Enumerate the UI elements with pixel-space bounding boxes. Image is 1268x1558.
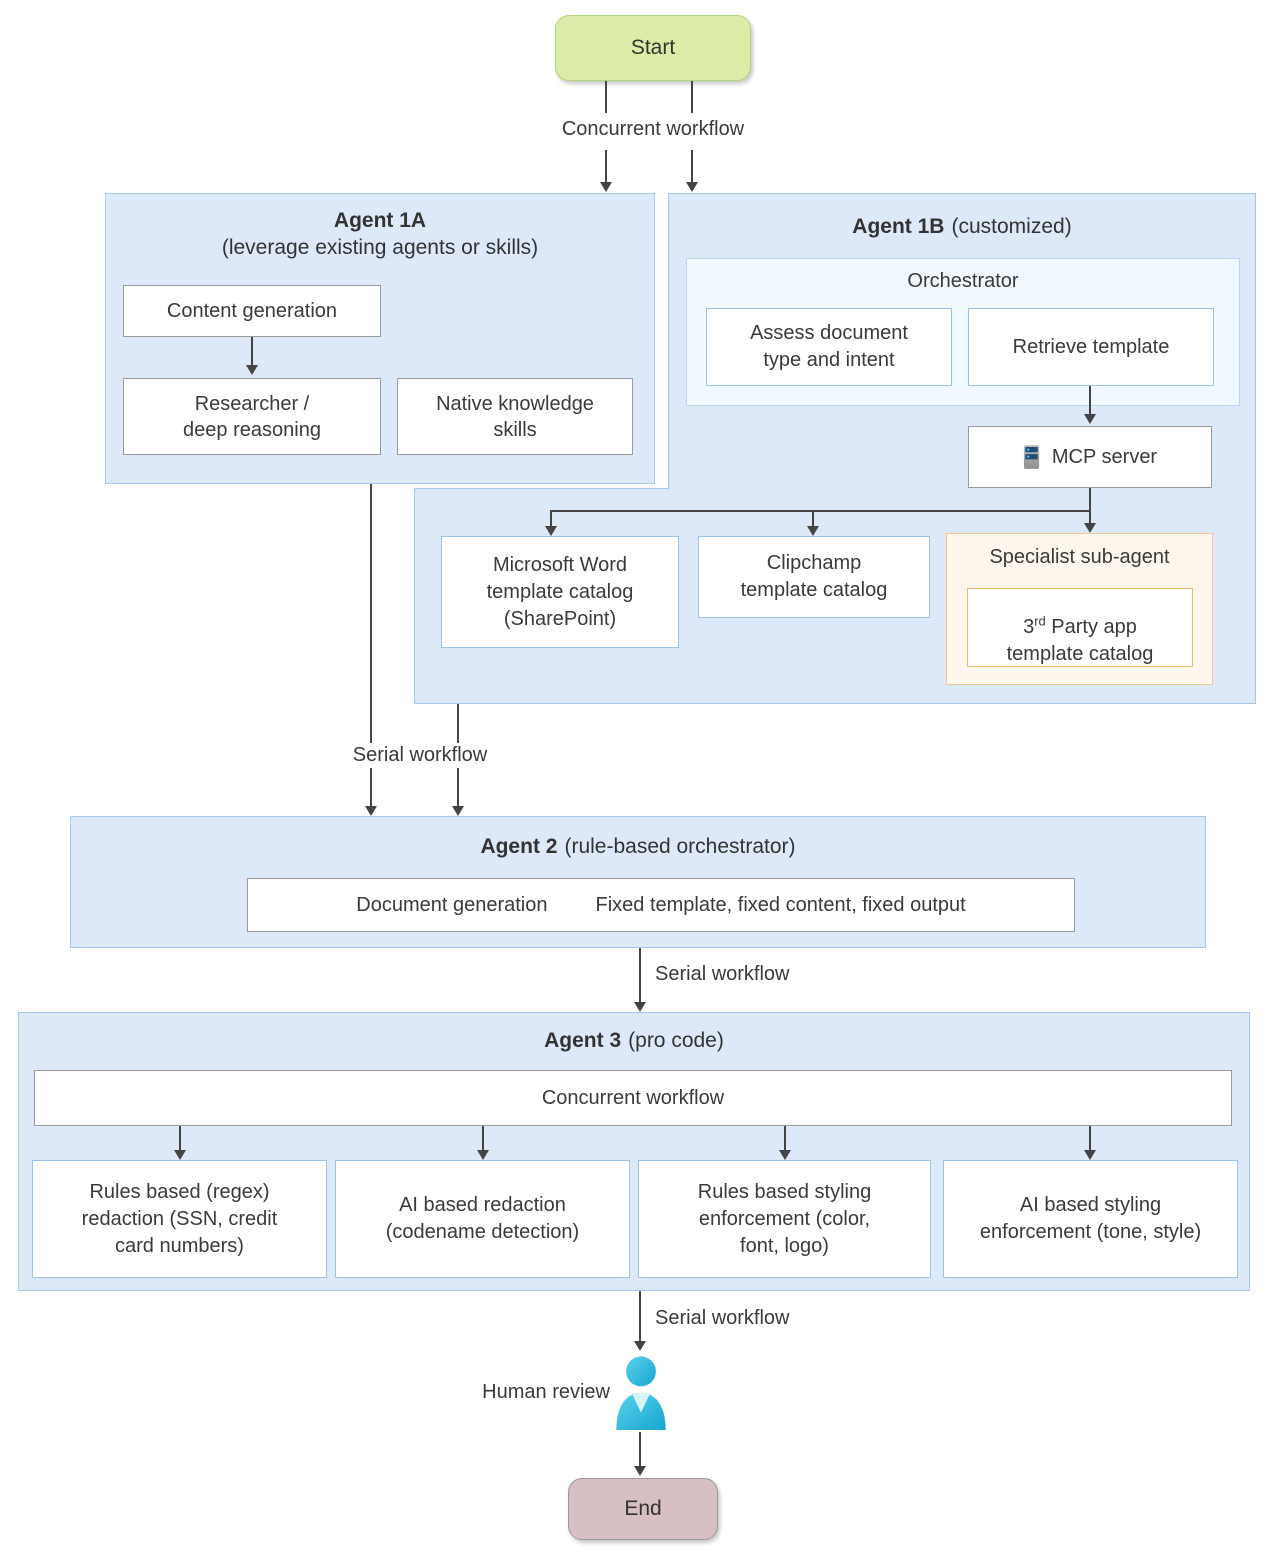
connector [1089,1126,1091,1152]
human-review-label: Human review [482,1381,610,1403]
connector [1089,386,1091,416]
word-template-catalog-box: Microsoft Word template catalog (SharePo… [441,536,679,648]
arrowhead [1084,1150,1096,1160]
agent-2-title: Agent 2(rule-based orchestrator) [480,835,796,858]
arrowhead [174,1150,186,1160]
server-icon [1023,444,1042,470]
ordinal-superscript: rd [1034,613,1046,629]
arrowhead [545,526,557,536]
connector [179,1126,181,1152]
arrowhead [452,806,464,816]
connector [639,1432,641,1468]
serial-workflow-label: Serial workflow [655,1307,790,1329]
concurrent-workflow-label: Concurrent workflow [529,117,777,142]
connector [639,1291,641,1343]
connector [550,510,552,526]
connector [784,1126,786,1152]
arrowhead [477,1150,489,1160]
agent-1a-title: Agent 1A (leverage existing agents or sk… [105,207,655,261]
arrowhead [779,1150,791,1160]
connector [691,150,693,184]
concurrent-workflow-box: Concurrent workflow [34,1070,1232,1126]
connector [639,948,641,1002]
orchestrator-label: Orchestrator [907,270,1019,292]
specialist-subagent-label: Specialist sub-agent [989,546,1170,568]
arrowhead [686,182,698,192]
start-node: Start [555,15,751,81]
agent-3-title: Agent 3(pro code) [544,1029,724,1052]
clipchamp-catalog-box: Clipchamp template catalog [698,536,930,618]
arrowhead [634,1002,646,1012]
arrowhead [1084,414,1096,424]
mcp-server-box: MCP server [968,426,1212,488]
arrowhead [365,806,377,816]
third-party-catalog-box: 3rd Party app template catalog [967,588,1193,667]
doc-generation-label: Document generation [356,894,548,916]
connector [812,510,814,526]
end-node: End [568,1478,718,1540]
connector [605,150,607,184]
serial-workflow-label: Serial workflow [330,743,510,768]
person-icon [613,1356,669,1430]
agent-1b-title: Agent 1B(customized) [852,215,1072,238]
rules-styling-box: Rules based styling enforcement (color, … [638,1160,931,1278]
assess-document-box: Assess document type and intent [706,308,952,386]
arrowhead [634,1466,646,1476]
connector [1089,488,1091,523]
connector [251,337,253,367]
arrowhead [600,182,612,192]
connector [482,1126,484,1152]
retrieve-template-box: Retrieve template [968,308,1214,386]
arrowhead [634,1341,646,1351]
mcp-server-label: MCP server [1051,446,1158,468]
agent-1a-subtitle: (leverage existing agents or skills) [221,236,539,259]
connector [691,81,693,113]
regex-redaction-box: Rules based (regex) redaction (SSN, cred… [32,1160,327,1278]
document-generation-box: Document generation Fixed template, fixe… [247,878,1075,932]
connector [605,81,607,113]
connector [550,510,1091,512]
end-label: End [624,1497,662,1520]
native-skills-box: Native knowledge skills [397,378,633,455]
ai-redaction-box: AI based redaction (codename detection) [335,1160,630,1278]
arrowhead [1084,523,1096,533]
content-generation-box: Content generation [123,285,381,337]
ai-styling-box: AI based styling enforcement (tone, styl… [943,1160,1238,1278]
connector [370,484,372,806]
researcher-box: Researcher / deep reasoning [123,378,381,455]
arrowhead [246,365,258,375]
start-label: Start [630,36,676,59]
serial-workflow-label: Serial workflow [655,963,790,985]
arrowhead [807,526,819,536]
fixed-output-label: Fixed template, fixed content, fixed out… [595,894,966,916]
